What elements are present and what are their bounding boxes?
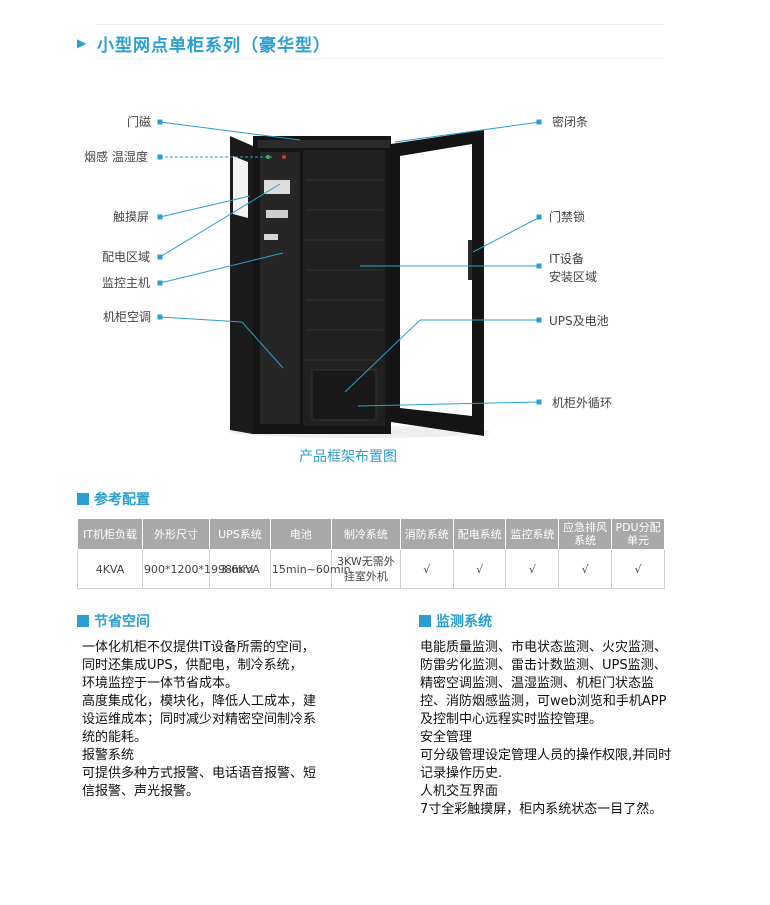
cell-cooling: 3KW无需外挂室外机 — [330, 549, 401, 589]
title-arrow-icon: ▶ — [77, 36, 87, 50]
config-table: IT机柜负载 外形尺寸 UPS系统 电池 制冷系统 消防系统 配电系统 监控系统… — [77, 518, 665, 589]
cell-power-dist: √ — [452, 549, 507, 589]
config-heading: 参考配置 — [77, 489, 150, 509]
cell-battery: 15min~60min — [269, 549, 351, 589]
callout-cabinet-ac: 机柜空调 — [103, 310, 152, 324]
callout-power-area: 配电区域 — [102, 250, 151, 264]
top-divider — [96, 24, 664, 25]
monitoring-line: 安全管理 — [420, 730, 473, 745]
monitoring-line: 人机交互界面 — [420, 784, 499, 799]
title-underline — [96, 58, 664, 59]
monitoring-line: 及控制中心远程实时监控管理。 — [420, 712, 603, 727]
callout-door-sensor: 门磁 — [127, 115, 152, 129]
saving-line: 报警系统 — [82, 748, 135, 763]
header-fire: 消防系统 — [399, 518, 454, 550]
callout-seal-strip: 密闭条 — [552, 115, 589, 129]
monitoring-line: 可分级管理设定管理人员的操作权限,并同时 — [420, 748, 672, 763]
monitoring-line: 记录操作历史. — [420, 766, 503, 781]
cell-ups: 3-6KVA — [209, 549, 271, 589]
product-diagram: 门磁 烟感 温湿度 触摸屏 配电区域 监控主机 机柜空调 密闭条 门禁锁 IT设… — [0, 100, 770, 445]
header-it-load: IT机柜负载 — [77, 518, 143, 550]
callout-external-circulation: 机柜外循环 — [552, 396, 613, 410]
section-square-icon — [419, 615, 431, 627]
diagram-caption: 产品框架布置图 — [299, 449, 397, 465]
cell-monitoring: √ — [505, 549, 560, 589]
section-square-icon — [77, 493, 89, 505]
saving-line: 一体化机柜不仅提供IT设备所需的空间， — [82, 640, 315, 655]
monitoring-line: 电能质量监测、市电状态监测、火灾监测、 — [420, 640, 668, 655]
header-pdu: PDU分配单元 — [611, 518, 665, 550]
monitoring-line: 防雷劣化监测、雷击计数监测、UPS监测、 — [420, 658, 667, 673]
page-title: 小型网点单柜系列（豪华型） — [97, 36, 331, 56]
callout-smoke-humidity: 烟感 温湿度 — [84, 150, 148, 164]
table-row: 4KVA 900*1200*1998mm 3-6KVA 15min~60min … — [77, 549, 665, 589]
monitoring-body: 电能质量监测、市电状态监测、火灾监测、 防雷劣化监测、雷击计数监测、UPS监测、… — [420, 639, 750, 819]
saving-title: 节省空间 — [94, 614, 150, 630]
saving-body: 一体化机柜不仅提供IT设备所需的空间， 同时还集成UPS，供配电，制冷系统， 环… — [82, 639, 382, 801]
cell-fire: √ — [399, 549, 454, 589]
header-monitoring: 监控系统 — [505, 518, 560, 550]
saving-line: 同时还集成UPS，供配电，制冷系统， — [82, 658, 303, 673]
header-ups: UPS系统 — [209, 518, 271, 550]
header-dimensions: 外形尺寸 — [141, 518, 211, 550]
cell-it-load: 4KVA — [77, 549, 143, 589]
saving-line: 设运维成本；同时减少对精密空间制冷系 — [82, 712, 317, 727]
monitoring-title: 监测系统 — [436, 614, 492, 630]
callout-ups-battery: UPS及电池 — [549, 314, 609, 328]
callout-touch-screen: 触摸屏 — [113, 210, 150, 224]
config-header-row: IT机柜负载 外形尺寸 UPS系统 电池 制冷系统 消防系统 配电系统 监控系统… — [77, 518, 665, 550]
saving-line: 环境监控于一体节省成本。 — [82, 676, 239, 691]
monitoring-line: 精密空调监测、温湿监测、机柜门状态监 — [420, 676, 655, 691]
saving-heading: 节省空间 — [77, 611, 150, 631]
cell-emergency-exhaust: √ — [558, 549, 613, 589]
header-battery: 电池 — [269, 518, 332, 550]
header-cooling: 制冷系统 — [330, 518, 401, 550]
monitoring-heading: 监测系统 — [419, 611, 492, 631]
monitoring-line: 7寸全彩触摸屏，柜内系统状态一目了然。 — [420, 802, 663, 817]
section-square-icon — [77, 615, 89, 627]
header-emergency-exhaust: 应急排风系统 — [558, 518, 613, 550]
cabinet-illustration — [157, 119, 542, 438]
callout-it-equipment: IT设备 — [549, 252, 584, 266]
monitoring-line: 控、消防烟感监测，可web浏览和手机APP — [420, 694, 667, 709]
saving-line: 高度集成化，模块化，降低人工成本，建 — [82, 694, 317, 709]
cell-dimensions: 900*1200*1998mm — [141, 549, 253, 589]
saving-line: 可提供多种方式报警、电话语音报警、短 — [82, 766, 317, 781]
saving-line: 信报警、声光报警。 — [82, 784, 200, 799]
callout-monitor-host: 监控主机 — [102, 276, 151, 290]
config-title: 参考配置 — [94, 492, 150, 508]
callout-access-lock: 门禁锁 — [549, 210, 586, 224]
callout-install-area: 安装区域 — [549, 270, 598, 284]
saving-line: 统的能耗。 — [82, 730, 148, 745]
header-power-dist: 配电系统 — [452, 518, 507, 550]
cell-pdu: √ — [611, 549, 665, 589]
